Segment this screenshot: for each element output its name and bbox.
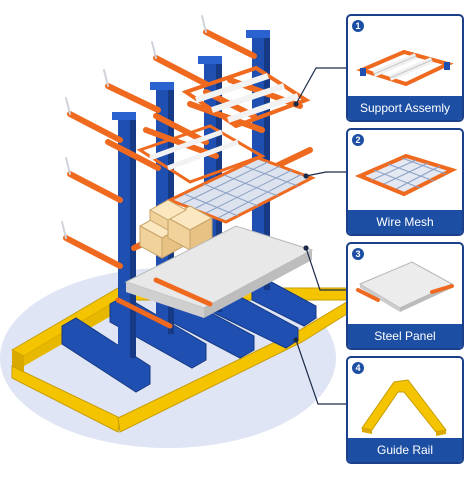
support-assembly-icon	[356, 49, 454, 87]
component-number-badge: 1	[352, 20, 364, 32]
component-card-steel-panel: 3 Steel Panel	[346, 242, 464, 350]
component-label: Guide Rail	[348, 438, 462, 462]
component-label: Steel Panel	[348, 324, 462, 348]
component-card-wire-mesh: 2 Wire Mesh	[346, 128, 464, 236]
component-card-guide-rail: 4 Guide Rail	[346, 356, 464, 464]
component-card-support-assembly: 1 Support Assemly	[346, 14, 464, 122]
component-number-badge: 4	[352, 362, 364, 374]
support-assembly-rack	[136, 65, 311, 184]
wire-mesh-icon	[354, 153, 458, 197]
component-label: Wire Mesh	[348, 210, 462, 234]
cartons	[138, 199, 214, 259]
steel-panel-icon	[356, 261, 454, 312]
component-number-badge: 3	[352, 248, 364, 260]
component-label: Support Assemly	[348, 96, 462, 120]
upright-1	[112, 112, 136, 358]
leader-lines	[293, 67, 346, 405]
component-number-badge: 2	[352, 134, 364, 146]
wire-mesh-deck	[166, 156, 316, 224]
steel-panel-deck	[115, 225, 314, 329]
guide-rail-icon	[361, 379, 447, 436]
